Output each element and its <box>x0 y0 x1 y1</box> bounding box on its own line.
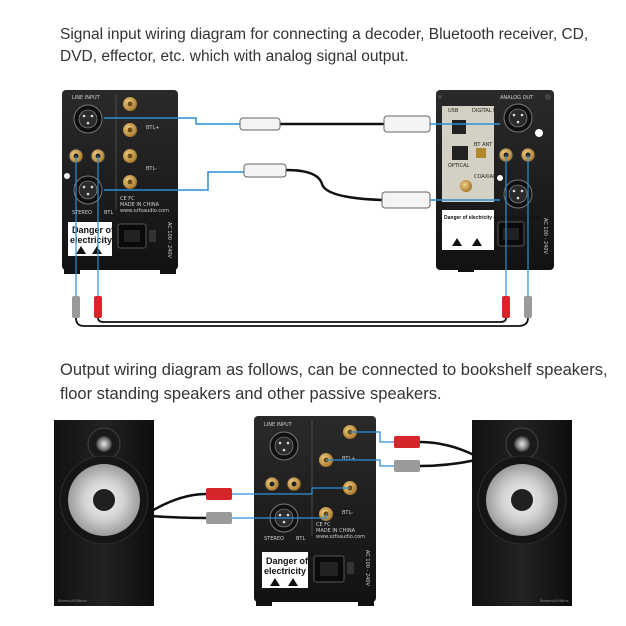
cert-label: CE FC <box>316 522 331 528</box>
stereo-label: STEREO <box>264 536 284 542</box>
cert-label: CE FC <box>120 196 135 202</box>
decoder-voltage-label: AC 100 - 240V <box>542 218 548 254</box>
usb-port <box>452 120 466 134</box>
warning-line2: electricity <box>264 566 306 576</box>
optical-label: OPTICAL <box>448 163 469 169</box>
right-speaker-brand: Bowers&Wilkins <box>540 598 569 603</box>
btl-plus-label: BTL+ <box>342 456 355 462</box>
btl-plus-label: BTL+ <box>146 125 159 131</box>
made-in-label: MADE IN CHINA <box>120 202 160 208</box>
btl-minus-label: BTL- <box>146 166 157 172</box>
top-caption: Signal input wiring diagram for connecti… <box>60 26 589 65</box>
coaxial-label: COAXIAL <box>474 174 496 180</box>
xlr-cables <box>104 115 500 209</box>
rca-cable-loop <box>72 155 532 327</box>
speaker-cables <box>149 431 477 524</box>
analog-out-label: ANALOG OUT <box>500 95 534 101</box>
digital-in-label: DIGITAL IN <box>472 108 499 114</box>
amplifier-rear-panel-bottom: LINE INPUT BTL+ BTL- STEREO BTL CE FC MA… <box>254 416 376 606</box>
left-speaker-brand: Bowers&Wilkins <box>58 598 87 603</box>
line-input-label: LINE INPUT <box>72 95 101 101</box>
red-plug-left <box>206 488 232 500</box>
warning-line1: Danger of <box>266 556 309 566</box>
red-plug-right <box>394 436 420 448</box>
coaxial-port <box>460 180 472 192</box>
right-speaker: Bowers&Wilkins <box>472 420 572 606</box>
btl-mode-label: BTL <box>296 536 305 542</box>
speaker-binding-posts: BTL+ BTL- <box>123 97 159 189</box>
amplifier-rear-panel-top: LINE INPUT BTL+ BTL- STEREO BTL CE FC MA… <box>62 90 178 274</box>
website-label: www.szfsaudio.com <box>120 208 169 214</box>
tweeter <box>514 436 530 452</box>
line-input-label: LINE INPUT <box>264 422 293 428</box>
left-speaker: Bowers&Wilkins <box>54 420 154 606</box>
warning-line2: electricity <box>70 235 112 245</box>
bottom-caption: Output wiring diagram as follows, can be… <box>60 361 608 403</box>
decoder-warning-text: Danger of electricity do not disassemble… <box>444 215 542 221</box>
btl-minus-label: BTL- <box>342 510 353 516</box>
voltage-label: AC 100 - 240V <box>166 222 172 258</box>
voltage-label: AC 100 - 240V <box>364 550 370 586</box>
grey-plug-right <box>394 460 420 472</box>
decoder-warning-sticker <box>442 210 494 250</box>
grey-plug-left <box>206 512 232 524</box>
warning-sticker <box>68 222 112 256</box>
tweeter <box>96 436 112 452</box>
stereo-label: STEREO <box>72 210 92 216</box>
warning-line1: Danger of <box>72 225 115 235</box>
bt-ant-label: BT ANT <box>474 142 493 148</box>
warning-sticker <box>262 552 308 588</box>
website-label: www.szfsaudio.com <box>316 534 365 540</box>
decoder-rear-panel: ANALOG OUT USB DIGITAL IN OPTICAL BT ANT… <box>436 90 554 272</box>
usb-label: USB <box>448 108 459 114</box>
optical-port <box>452 146 468 160</box>
made-in-label: MADE IN CHINA <box>316 528 356 534</box>
btl-mode-label: BTL <box>104 210 113 216</box>
